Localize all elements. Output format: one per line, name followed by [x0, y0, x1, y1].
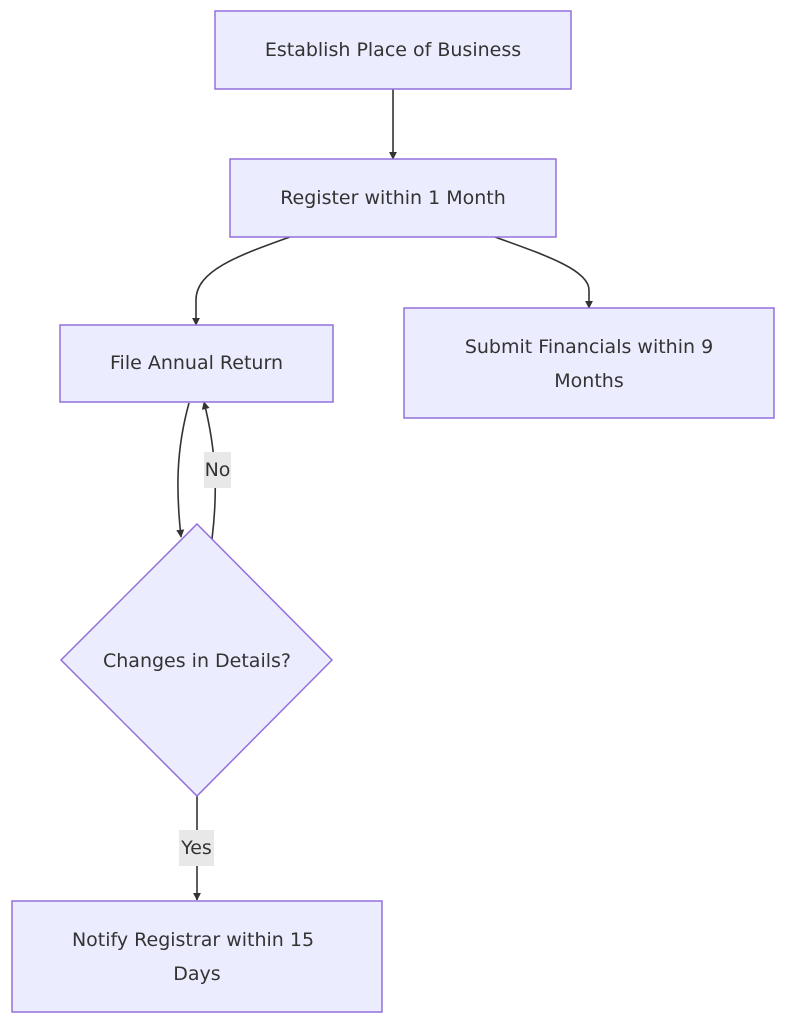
svg-text:File Annual Return: File Annual Return: [110, 352, 283, 374]
node-changes-in-details-decision[interactable]: Changes in Details?: [59, 522, 334, 798]
edge-label-no: No: [204, 452, 231, 488]
node-file-annual-return[interactable]: File Annual Return: [59, 324, 334, 403]
node-establish-place-of-business[interactable]: Establish Place of Business: [214, 10, 572, 90]
svg-text:Changes in Details?: Changes in Details?: [103, 650, 291, 672]
svg-text:Days: Days: [173, 963, 220, 985]
edge-register-to-financials: [494, 236, 593, 309]
svg-text:Yes: Yes: [180, 837, 212, 859]
edge-register-to-annual-return: [192, 236, 291, 326]
svg-text:Submit Financials within 9: Submit Financials within 9: [465, 336, 713, 358]
node-register-within-1-month[interactable]: Register within 1 Month: [229, 158, 557, 238]
svg-text:No: No: [205, 459, 231, 481]
node-notify-registrar[interactable]: Notify Registrar within 15 Days: [11, 900, 383, 1013]
svg-text:Establish Place of Business: Establish Place of Business: [265, 39, 521, 61]
edge-label-yes: Yes: [179, 830, 214, 866]
node-submit-financials[interactable]: Submit Financials within 9 Months: [403, 307, 775, 419]
svg-text:Months: Months: [554, 370, 623, 392]
svg-text:Notify Registrar within 15: Notify Registrar within 15: [72, 929, 314, 951]
edge-annual-return-to-decision: [176, 402, 190, 538]
svg-text:Register within 1 Month: Register within 1 Month: [280, 187, 506, 209]
